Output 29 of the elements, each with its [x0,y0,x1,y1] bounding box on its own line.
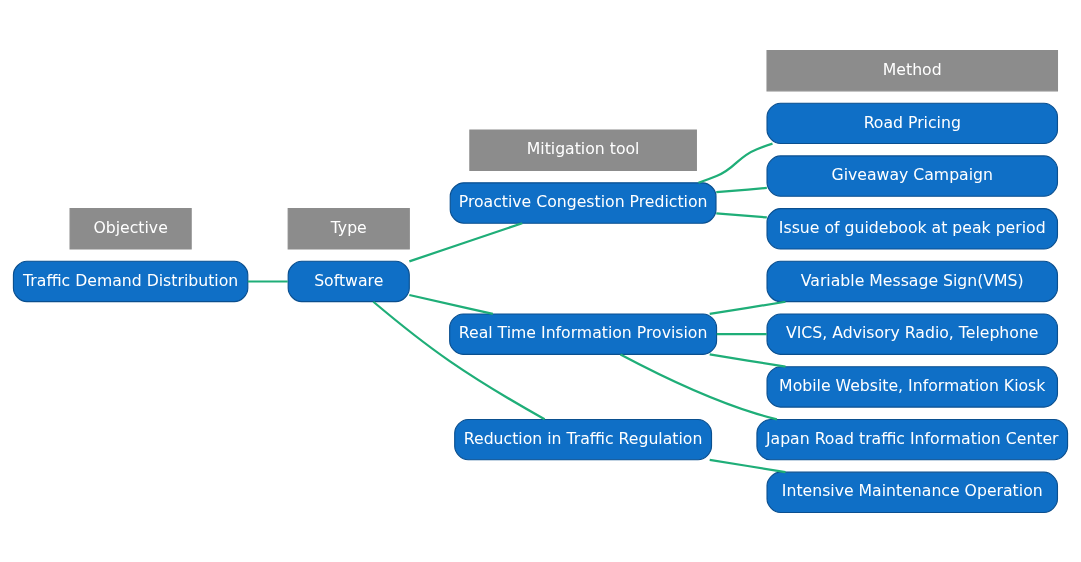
connector [372,300,546,420]
node-box: Objective [69,207,192,250]
node-box: Japan Road traffic Information Center [756,418,1069,460]
node-box: Mitigation tool [469,129,697,171]
connector [409,221,523,262]
node-box: Intensive Maintenance Operation [766,471,1059,513]
node-box: Road Pricing [766,102,1059,144]
connector [619,352,778,420]
connector [716,211,767,219]
node-box: Traffic Demand Distribution [12,260,249,302]
connector [709,352,786,368]
connector [716,332,767,335]
node-box: Real Time Information Provision [449,312,718,355]
node-box: Issue of guidebook at peak period [766,207,1059,250]
node-box: VICS, Advisory Radio, Telephone [766,312,1059,355]
connector [247,279,288,283]
node-box: Software [287,260,410,302]
node-box: Mobile Website, Information Kiosk [766,365,1059,408]
connector [716,186,767,193]
node-box: Proactive Congestion Prediction [449,181,717,224]
connector [409,293,494,315]
connector [709,300,786,315]
connector [698,142,773,184]
node-box: Reduction in Traffic Regulation [454,418,713,460]
node-box: Method [766,49,1059,91]
node-box: Giveaway Campaign [766,154,1059,197]
connector [709,458,786,473]
node-box: Variable Message Sign(VMS) [766,260,1059,302]
node-box: Type [287,207,410,250]
